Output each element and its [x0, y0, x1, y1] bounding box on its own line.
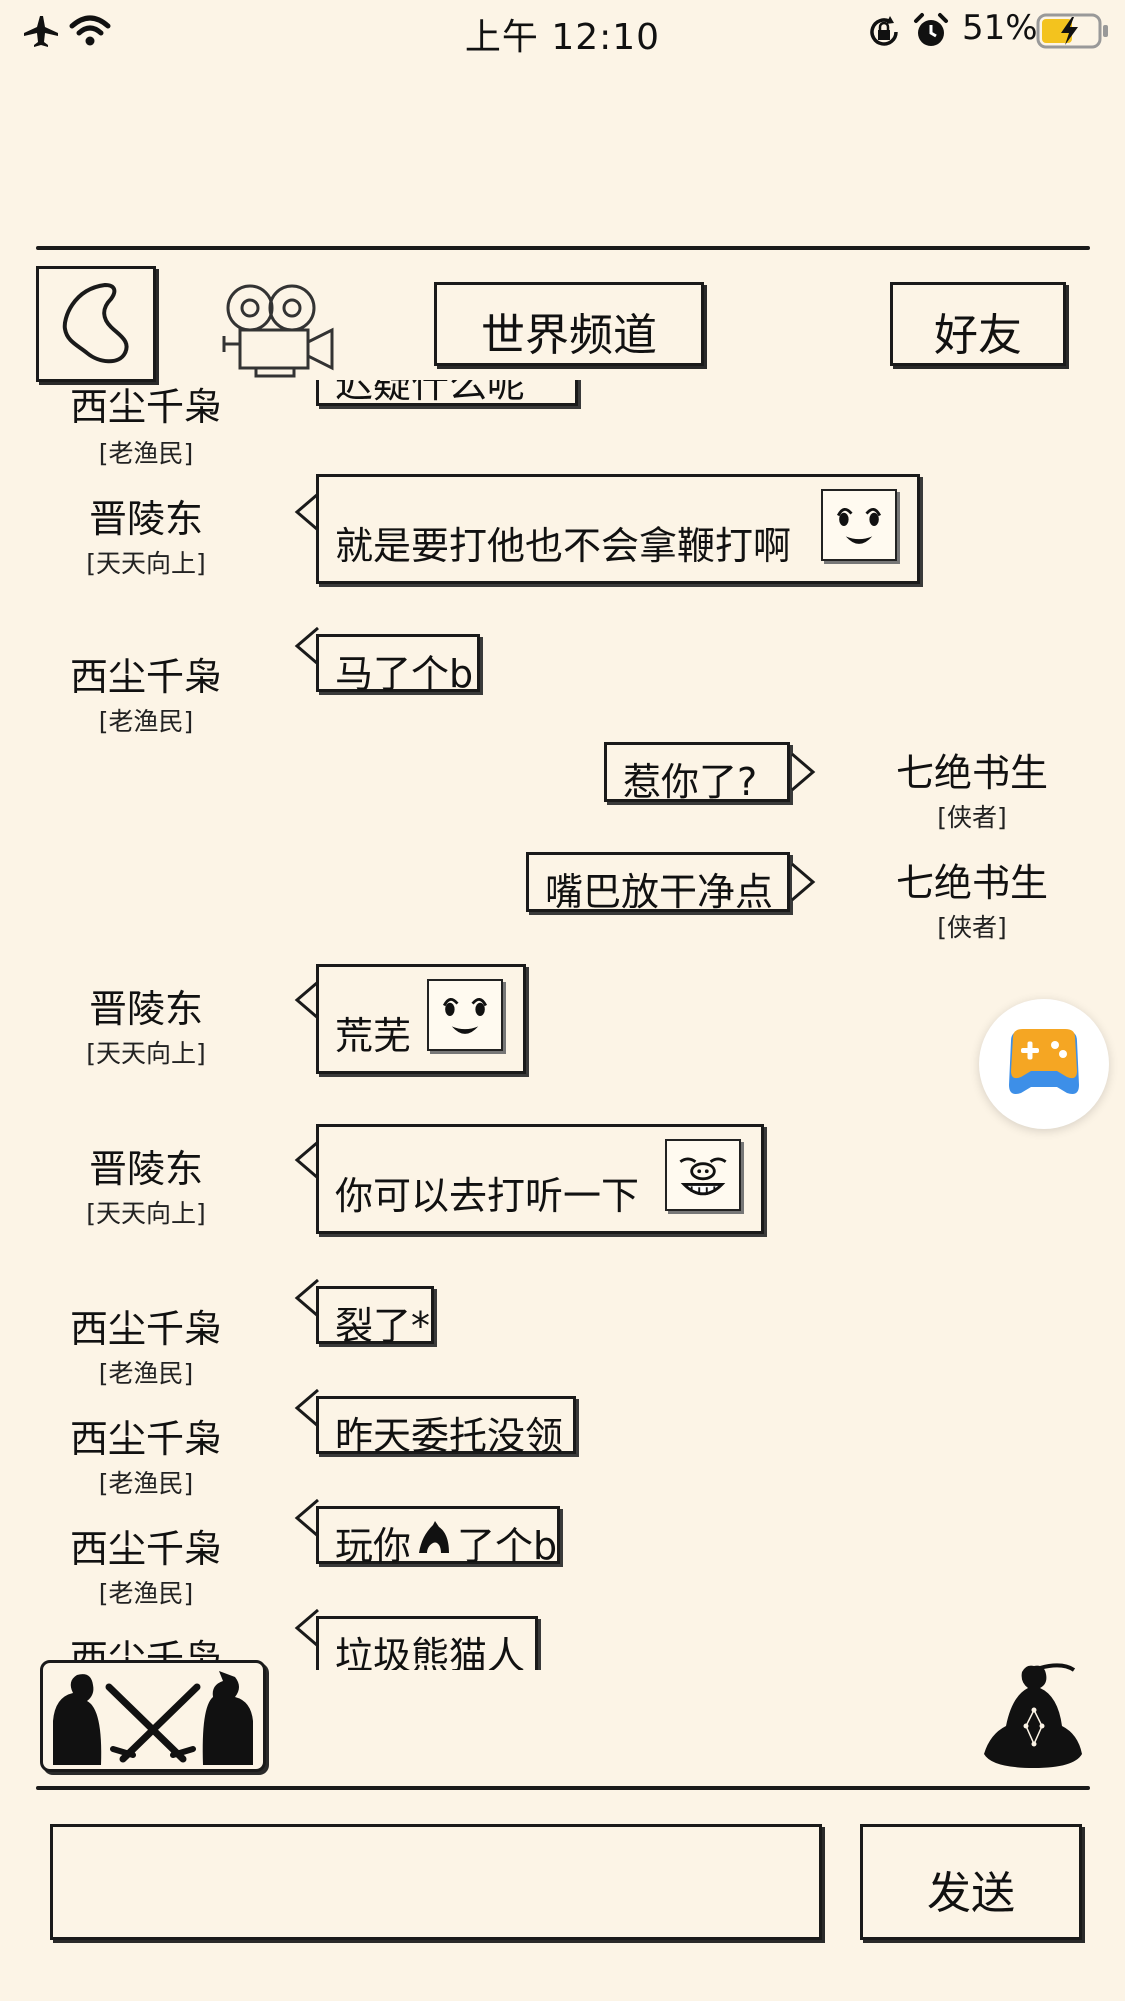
game-controller-icon — [1009, 1029, 1079, 1094]
message-text: 垃圾熊猫人 — [335, 1634, 526, 1670]
message-text-continued: 了个b — [457, 1524, 558, 1568]
bubble-tail — [294, 492, 319, 532]
friends-button[interactable]: 好友 — [890, 282, 1066, 366]
message-text: 荒芜 — [335, 1014, 412, 1058]
input-top-divider — [36, 1786, 1090, 1790]
message-bubble[interactable]: 荒芜 — [316, 964, 526, 1074]
message-bubble[interactable]: 迟疑什么呢 — [316, 380, 578, 406]
message-bubble[interactable]: 裂了* — [316, 1286, 434, 1348]
message-username: 晋陵东 — [88, 1147, 203, 1191]
alarm-icon — [914, 13, 948, 46]
message-bubble[interactable]: 垃圾熊猫人 — [316, 1616, 538, 1670]
message-bubble[interactable]: 嘴巴放干净点 — [526, 852, 790, 914]
bubble-tail — [294, 1278, 319, 1318]
airplane-icon — [24, 16, 58, 47]
message-user-title: [老渔民] — [98, 1359, 194, 1388]
message-user-title: [老渔民] — [98, 1579, 194, 1608]
back-icon — [62, 282, 129, 364]
message-bubble[interactable]: 昨天委托没领 — [316, 1396, 576, 1458]
header-top-divider — [36, 246, 1090, 250]
message-user-title: [老渔民] — [98, 1469, 194, 1498]
movie-camera-icon[interactable] — [220, 280, 340, 380]
message-username: 七绝书生 — [895, 751, 1048, 795]
tab-world-channel[interactable]: 世界频道 — [434, 282, 704, 366]
meditating-figure-icon[interactable] — [978, 1656, 1090, 1774]
world-channel-label: 世界频道 — [481, 310, 657, 361]
chat-input-field[interactable] — [50, 1824, 822, 1940]
rotation-lock-icon — [870, 16, 898, 46]
message-username: 七绝书生 — [895, 861, 1048, 905]
message-text: 裂了* — [335, 1304, 431, 1348]
back-button[interactable] — [36, 266, 156, 382]
message-username: 晋陵东 — [88, 497, 203, 541]
message-bubble[interactable]: 就是要打他也不会拿鞭打啊 — [316, 474, 920, 584]
pig-face-emoji — [665, 1139, 741, 1211]
message-username: 西尘千枭 — [69, 1527, 222, 1571]
status-bar: 上午 12:10 51% — [0, 0, 1125, 62]
message-bubble[interactable]: 你可以去打听一下 — [316, 1124, 764, 1234]
message-username: 西尘千枭 — [69, 385, 222, 429]
bubble-tail — [294, 1608, 319, 1648]
message-bubble[interactable]: 马了个b — [316, 634, 480, 696]
message-user-title: [天天向上] — [86, 1199, 206, 1228]
laughing-face-emoji — [821, 489, 897, 561]
message-username: 晋陵东 — [88, 987, 203, 1031]
horse-icon — [419, 1521, 449, 1553]
bubble-tail — [294, 1140, 319, 1180]
bubble-tail — [791, 752, 816, 792]
status-time: 上午 12:10 — [464, 17, 661, 58]
duel-button[interactable] — [40, 1660, 266, 1772]
bubble-tail — [294, 626, 319, 666]
message-bubble[interactable]: 惹你了? — [604, 742, 790, 804]
battery-percent: 51% — [962, 8, 1038, 48]
battery-charging-icon — [1036, 13, 1108, 49]
chat-message-list[interactable]: 西尘千枭 [老渔民] 迟疑什么呢 晋陵东 [天天向上] 就是要打他也不会拿鞭打啊… — [0, 380, 1125, 1670]
friends-label: 好友 — [934, 310, 1022, 361]
bubble-tail — [791, 862, 816, 902]
bubble-tail — [294, 1388, 319, 1428]
message-user-title: [老渔民] — [98, 439, 194, 468]
message-text: 嘴巴放干净点 — [545, 870, 774, 914]
send-button[interactable]: 发送 — [860, 1824, 1082, 1940]
send-label: 发送 — [927, 1868, 1015, 1919]
message-text: 就是要打他也不会拿鞭打啊 — [335, 524, 792, 568]
message-text: 昨天委托没领 — [335, 1414, 564, 1458]
message-user-title: [天天向上] — [86, 1039, 206, 1068]
bubble-tail — [294, 980, 319, 1020]
message-user-title: [侠者] — [937, 913, 1007, 942]
bubble-tail — [294, 1498, 319, 1538]
message-text: 玩你 — [335, 1524, 412, 1568]
message-bubble[interactable]: 玩你 了个b — [316, 1506, 560, 1568]
laughing-face-emoji — [427, 979, 503, 1051]
message-username: 西尘千枭 — [69, 1307, 222, 1351]
message-user-title: [天天向上] — [86, 549, 206, 578]
wifi-icon — [69, 15, 111, 46]
message-text: 惹你了? — [623, 760, 758, 804]
message-text: 你可以去打听一下 — [335, 1174, 640, 1218]
message-user-title: [老渔民] — [98, 707, 194, 736]
message-text: 迟疑什么呢 — [335, 380, 526, 406]
message-username: 西尘千枭 — [69, 655, 222, 699]
message-text: 马了个b — [335, 652, 474, 696]
duel-icon — [53, 1671, 253, 1765]
floating-game-button[interactable] — [979, 999, 1109, 1129]
message-username: 西尘千枭 — [69, 1417, 222, 1461]
message-user-title: [侠者] — [937, 803, 1007, 832]
